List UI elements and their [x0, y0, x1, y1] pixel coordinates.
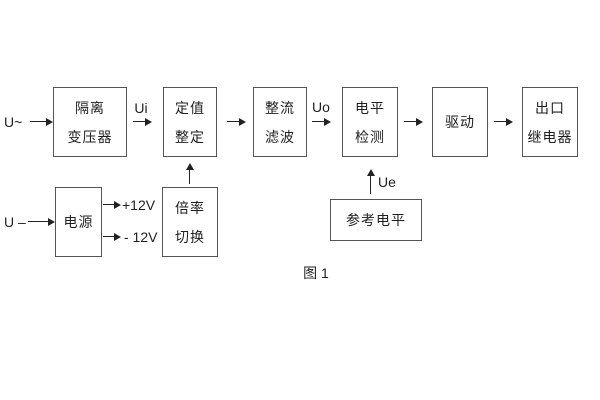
arrowhead-right: [506, 118, 513, 127]
block-label-line: 电源: [63, 214, 94, 230]
block-label-line: 倍率: [175, 199, 205, 216]
arrow-ue-reference-to-detection: [367, 169, 376, 194]
arrow-u-ac-input: [30, 118, 53, 127]
block-rectifier-filter: 整流 滤波: [253, 87, 307, 157]
arrowhead-right: [46, 118, 53, 127]
arrowhead-up: [186, 163, 195, 170]
arrowhead-right: [324, 118, 331, 127]
arrow-ui-transformer-to-setting: [133, 118, 152, 127]
block-label-line: 继电器: [527, 128, 573, 145]
block-label-line: 整定: [175, 128, 205, 145]
block-label-line: 定值: [175, 99, 205, 116]
block-label-line: 整流: [265, 99, 295, 116]
figure-caption: 图 1: [303, 265, 329, 281]
block-drive: 驱动: [432, 87, 488, 157]
block-label-line: 驱动: [445, 114, 475, 130]
block-label-line: 参考电平: [346, 212, 406, 228]
block-isolation-transformer: 隔离 变压器: [53, 87, 127, 157]
arrow-uo-rectifier-to-detection: [312, 118, 331, 127]
block-label-line: 滤波: [265, 128, 295, 145]
label-minus-12v: - 12V: [124, 229, 158, 245]
label-plus-12v: +12V: [122, 197, 156, 213]
block-power-supply: 电源: [55, 187, 102, 257]
block-output-relay: 出口 继电器: [522, 87, 578, 157]
arrowhead-right: [239, 118, 246, 127]
block-label-line: 检测: [355, 128, 385, 145]
arrow-detection-to-drive: [404, 118, 423, 127]
block-label-line: 电平: [355, 99, 385, 116]
arrow-setting-to-rectifier: [227, 118, 246, 127]
arrow-ratio-switch-to-setting: [186, 163, 195, 184]
block-label-line: 隔离: [75, 99, 105, 116]
block-ratio-switch: 倍率 切换: [162, 187, 218, 257]
arrow-drive-to-relay: [494, 118, 513, 127]
block-label-line: 出口: [535, 99, 565, 116]
block-reference-level: 参考电平: [330, 199, 422, 241]
block-level-detection: 电平 检测: [342, 87, 398, 157]
label-ue: Ue: [378, 174, 396, 190]
arrowhead-right: [145, 118, 152, 127]
arrow-u-dc-input: [28, 218, 55, 227]
arrowhead-right: [114, 201, 121, 210]
arrow-minus-12v-output: [103, 233, 121, 242]
label-uo: Uo: [312, 99, 330, 115]
label-ui: Ui: [134, 100, 148, 116]
label-u-ac: U~: [4, 114, 23, 130]
arrowhead-right: [48, 218, 55, 227]
arrowhead-up: [367, 169, 376, 176]
block-label-line: 变压器: [67, 128, 113, 145]
block-label-line: 切换: [175, 228, 205, 245]
arrowhead-right: [114, 233, 121, 242]
label-u-dc: U –: [4, 214, 26, 230]
block-value-setting: 定值 整定: [163, 87, 217, 157]
arrow-plus-12v-output: [103, 201, 121, 210]
arrowhead-right: [416, 118, 423, 127]
